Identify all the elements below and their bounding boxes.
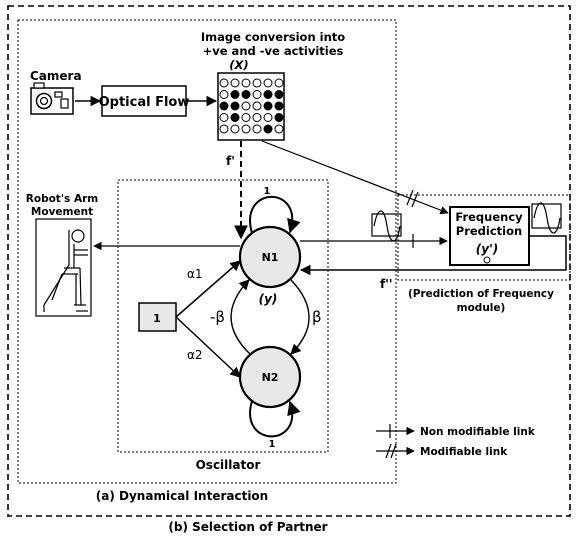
output-sine-wave-icon bbox=[531, 202, 562, 234]
inactive-cell bbox=[274, 78, 284, 88]
y-prime-variable-label: (y') bbox=[476, 242, 498, 256]
inactive-cell bbox=[219, 90, 229, 99]
legend-non-modifiable-label: Non modifiable link bbox=[420, 426, 536, 438]
alpha1-label: α1 bbox=[187, 267, 203, 281]
optical-flow-label: Optical Flow bbox=[99, 95, 190, 110]
camera-label: Camera bbox=[30, 69, 82, 83]
frequency-prediction-box bbox=[449, 206, 530, 266]
image-conversion-title-line1: Image conversion into bbox=[201, 30, 345, 44]
x-variable-label: (X) bbox=[229, 58, 248, 72]
legend-non-modifiable: Non modifiable link bbox=[376, 424, 536, 438]
inactive-cell bbox=[263, 78, 273, 88]
legend-modifiable: Modifiable link bbox=[376, 443, 508, 459]
robot-arm-label-line1: Robot's Arm bbox=[26, 193, 98, 205]
n1-to-n2-link bbox=[290, 279, 310, 355]
f-double-prime-feedback-link bbox=[299, 235, 567, 276]
n2-label: N2 bbox=[262, 371, 279, 384]
output-port bbox=[483, 256, 491, 264]
f-double-prime-label: f'' bbox=[380, 277, 393, 291]
active-cell bbox=[274, 90, 284, 99]
active-cell bbox=[230, 90, 240, 99]
legend-modifiable-label: Modifiable link bbox=[420, 446, 508, 458]
inactive-cell bbox=[219, 113, 229, 122]
inactive-cell bbox=[241, 113, 251, 122]
inactive-cell bbox=[230, 124, 240, 134]
inactive-cell bbox=[263, 113, 273, 122]
input-box bbox=[138, 302, 177, 332]
n2-self-loop-weight: 1 bbox=[269, 439, 276, 450]
n1-node bbox=[238, 225, 302, 289]
n1-self-loop-weight: 1 bbox=[264, 186, 271, 197]
input-to-n2-arrow bbox=[175, 316, 241, 378]
input-to-n1-arrow bbox=[175, 260, 241, 318]
inactive-cell bbox=[252, 90, 262, 99]
inactive-cell bbox=[219, 78, 229, 88]
frequency-prediction-label-line1: Frequency bbox=[455, 210, 523, 224]
active-cell bbox=[219, 101, 229, 111]
active-cell bbox=[263, 90, 273, 99]
active-cell bbox=[274, 113, 284, 122]
prediction-module-caption-line2: module) bbox=[457, 302, 506, 314]
robot-figure-icon bbox=[35, 218, 92, 317]
camera-icon bbox=[30, 82, 74, 115]
beta-label: β bbox=[312, 308, 322, 326]
active-cell bbox=[241, 90, 251, 99]
modifiable-link-marker bbox=[406, 189, 419, 208]
prediction-module-caption-line1: (Prediction of Frequency bbox=[408, 288, 554, 300]
n2-self-loop bbox=[249, 400, 301, 438]
frequency-prediction-label-line2: Prediction bbox=[456, 224, 522, 238]
n2-to-n1-link bbox=[230, 279, 251, 355]
oscillator-label: Oscillator bbox=[196, 458, 261, 472]
inactive-cell bbox=[274, 124, 284, 134]
activity-grid-box bbox=[217, 72, 285, 141]
n1-self-loop bbox=[249, 196, 301, 234]
prediction-module-box bbox=[397, 194, 571, 281]
inactive-cell bbox=[252, 124, 262, 134]
active-cell bbox=[263, 124, 273, 134]
y-variable-label: (y) bbox=[259, 292, 278, 306]
inactive-cell bbox=[241, 101, 251, 111]
grid-to-frequency-arrow bbox=[261, 140, 449, 215]
selection-of-partner-box bbox=[7, 5, 571, 517]
active-cell bbox=[263, 101, 273, 111]
inactive-cell bbox=[252, 113, 262, 122]
dynamical-interaction-caption: (a) Dynamical Interaction bbox=[96, 489, 268, 503]
selection-of-partner-caption: (b) Selection of Partner bbox=[168, 520, 327, 534]
neg-beta-label: -β bbox=[210, 308, 225, 326]
inactive-cell bbox=[241, 78, 251, 88]
inactive-cell bbox=[252, 101, 262, 111]
inactive-cell bbox=[230, 78, 240, 88]
inactive-cell bbox=[219, 124, 229, 134]
active-cell bbox=[274, 101, 284, 111]
image-conversion-title-line2: +ve and -ve activities bbox=[203, 44, 344, 58]
robot-arm-label-line2: Movement bbox=[31, 206, 93, 218]
active-cell bbox=[230, 113, 240, 122]
activity-grid bbox=[219, 78, 284, 134]
alpha2-label: α2 bbox=[187, 348, 203, 362]
dynamical-interaction-box bbox=[17, 19, 397, 484]
inactive-cell bbox=[252, 78, 262, 88]
input-sine-wave-icon bbox=[371, 210, 402, 242]
input-value: 1 bbox=[153, 312, 161, 325]
n1-label: N1 bbox=[262, 251, 279, 264]
f-prime-label: f' bbox=[226, 154, 235, 168]
oscillator-box bbox=[117, 179, 329, 453]
active-cell bbox=[230, 101, 240, 111]
inactive-cell bbox=[241, 124, 251, 134]
